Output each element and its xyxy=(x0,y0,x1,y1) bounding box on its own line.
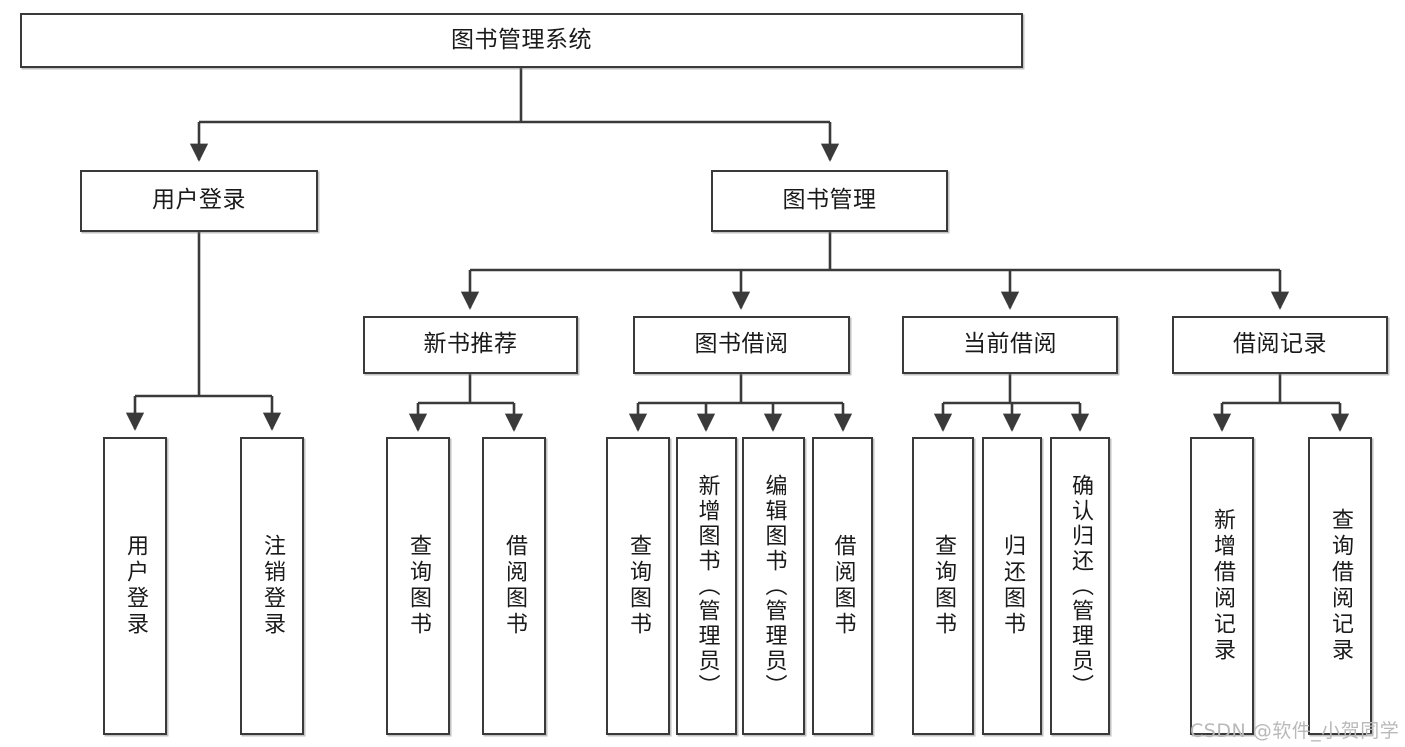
node-leaf-query-book-2[interactable]: 查询图书 xyxy=(606,437,670,735)
node-root-label: 图书管理系统 xyxy=(451,26,592,53)
node-leaf-borrow-book-2-label: 借阅图书 xyxy=(830,534,856,638)
node-leaf-query-borrow-record-label: 查询借阅记录 xyxy=(1328,508,1353,664)
node-leaf-logout[interactable]: 注销登录 xyxy=(240,437,304,735)
node-leaf-query-borrow-record[interactable]: 查询借阅记录 xyxy=(1308,437,1372,735)
node-root[interactable]: 图书管理系统 xyxy=(20,13,1023,68)
node-book-management[interactable]: 图书管理 xyxy=(711,170,948,232)
node-leaf-add-borrow-record-label: 新增借阅记录 xyxy=(1210,508,1235,664)
node-leaf-query-book-1[interactable]: 查询图书 xyxy=(386,437,450,735)
node-leaf-query-book-1-label: 查询图书 xyxy=(406,534,431,638)
node-leaf-confirm-return-admin-label: 确认归还（管理员） xyxy=(1068,473,1093,699)
node-borrow-record[interactable]: 借阅记录 xyxy=(1172,316,1388,374)
node-leaf-user-login-label: 用户登录 xyxy=(123,534,148,638)
node-new-book-recommend-label: 新书推荐 xyxy=(423,331,518,358)
node-leaf-borrow-book-1[interactable]: 借阅图书 xyxy=(482,437,546,735)
node-leaf-logout-label: 注销登录 xyxy=(260,534,285,638)
node-leaf-confirm-return-admin[interactable]: 确认归还（管理员） xyxy=(1050,437,1110,735)
node-leaf-query-book-3[interactable]: 查询图书 xyxy=(912,437,974,735)
node-leaf-borrow-book-2[interactable]: 借阅图书 xyxy=(812,437,873,735)
node-new-book-recommend[interactable]: 新书推荐 xyxy=(363,316,578,374)
node-book-borrow-label: 图书借阅 xyxy=(694,331,789,358)
node-book-management-label: 图书管理 xyxy=(782,187,877,214)
node-book-borrow[interactable]: 图书借阅 xyxy=(633,316,850,374)
node-current-borrow[interactable]: 当前借阅 xyxy=(902,316,1118,374)
node-leaf-edit-book-admin[interactable]: 编辑图书（管理员） xyxy=(742,437,805,735)
node-leaf-borrow-book-1-label: 借阅图书 xyxy=(502,534,527,638)
node-user-login[interactable]: 用户登录 xyxy=(80,170,318,232)
node-leaf-return-book[interactable]: 归还图书 xyxy=(982,437,1042,735)
node-borrow-record-label: 借阅记录 xyxy=(1233,331,1327,358)
node-user-login-label: 用户登录 xyxy=(152,187,246,214)
node-leaf-return-book-label: 归还图书 xyxy=(1000,534,1025,638)
node-leaf-query-book-3-label: 查询图书 xyxy=(931,534,956,638)
node-leaf-add-book-admin[interactable]: 新增图书（管理员） xyxy=(676,437,737,735)
node-leaf-edit-book-admin-label: 编辑图书（管理员） xyxy=(761,473,787,699)
node-leaf-user-login[interactable]: 用户登录 xyxy=(103,437,167,735)
watermark: CSDN @软件_小贺同学 xyxy=(1190,720,1400,742)
node-leaf-add-borrow-record[interactable]: 新增借阅记录 xyxy=(1190,437,1254,735)
node-current-borrow-label: 当前借阅 xyxy=(963,331,1057,358)
node-leaf-add-book-admin-label: 新增图书（管理员） xyxy=(694,473,720,699)
node-leaf-query-book-2-label: 查询图书 xyxy=(626,534,651,638)
